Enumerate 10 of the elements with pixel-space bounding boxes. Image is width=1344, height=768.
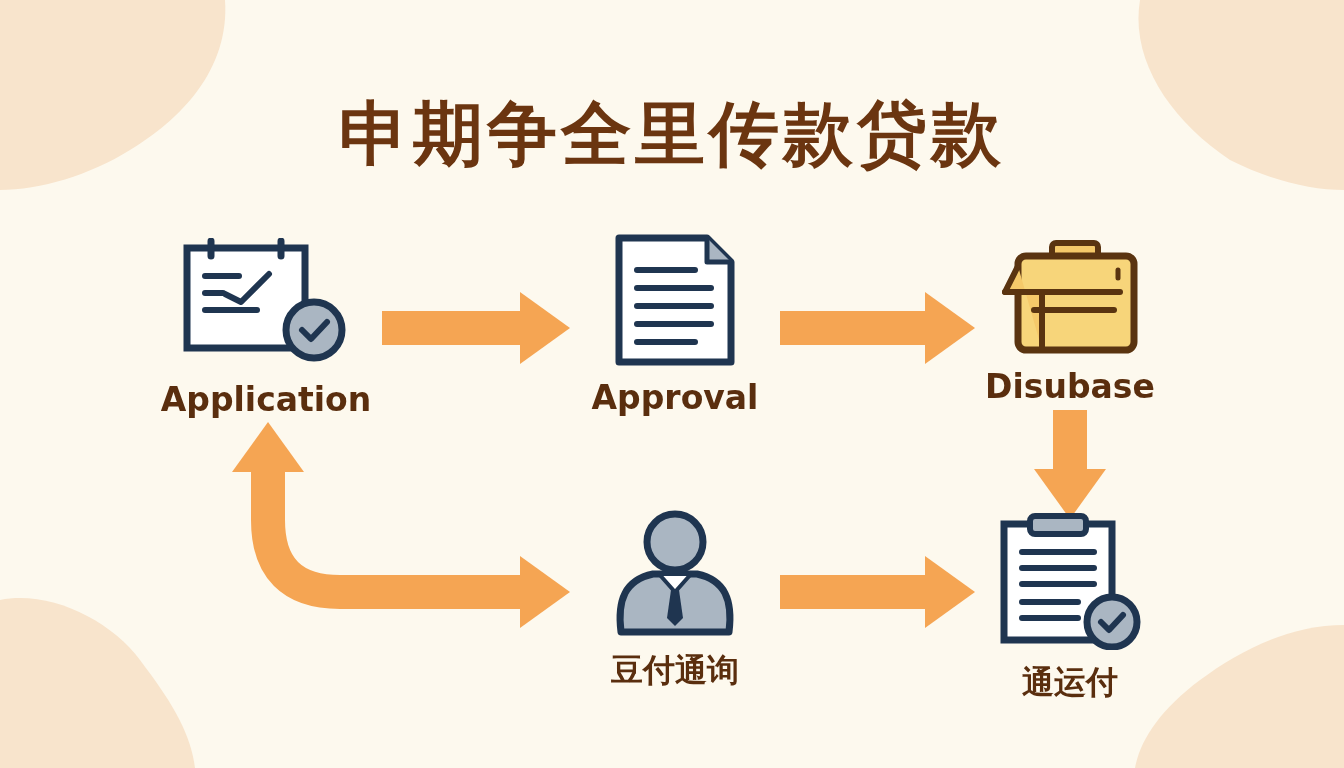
arrow: [382, 292, 570, 364]
arrow: [780, 292, 975, 364]
arrow: [780, 556, 975, 628]
step-label: Application: [160, 380, 372, 420]
step-label: 豆付通询: [611, 650, 739, 690]
step-label: Disubase: [985, 367, 1155, 407]
step-label: Approval: [591, 378, 759, 418]
step-label: 通运付: [1022, 662, 1118, 702]
title: 申期争全里传款贷款: [339, 93, 1005, 175]
arrow: [232, 422, 570, 628]
